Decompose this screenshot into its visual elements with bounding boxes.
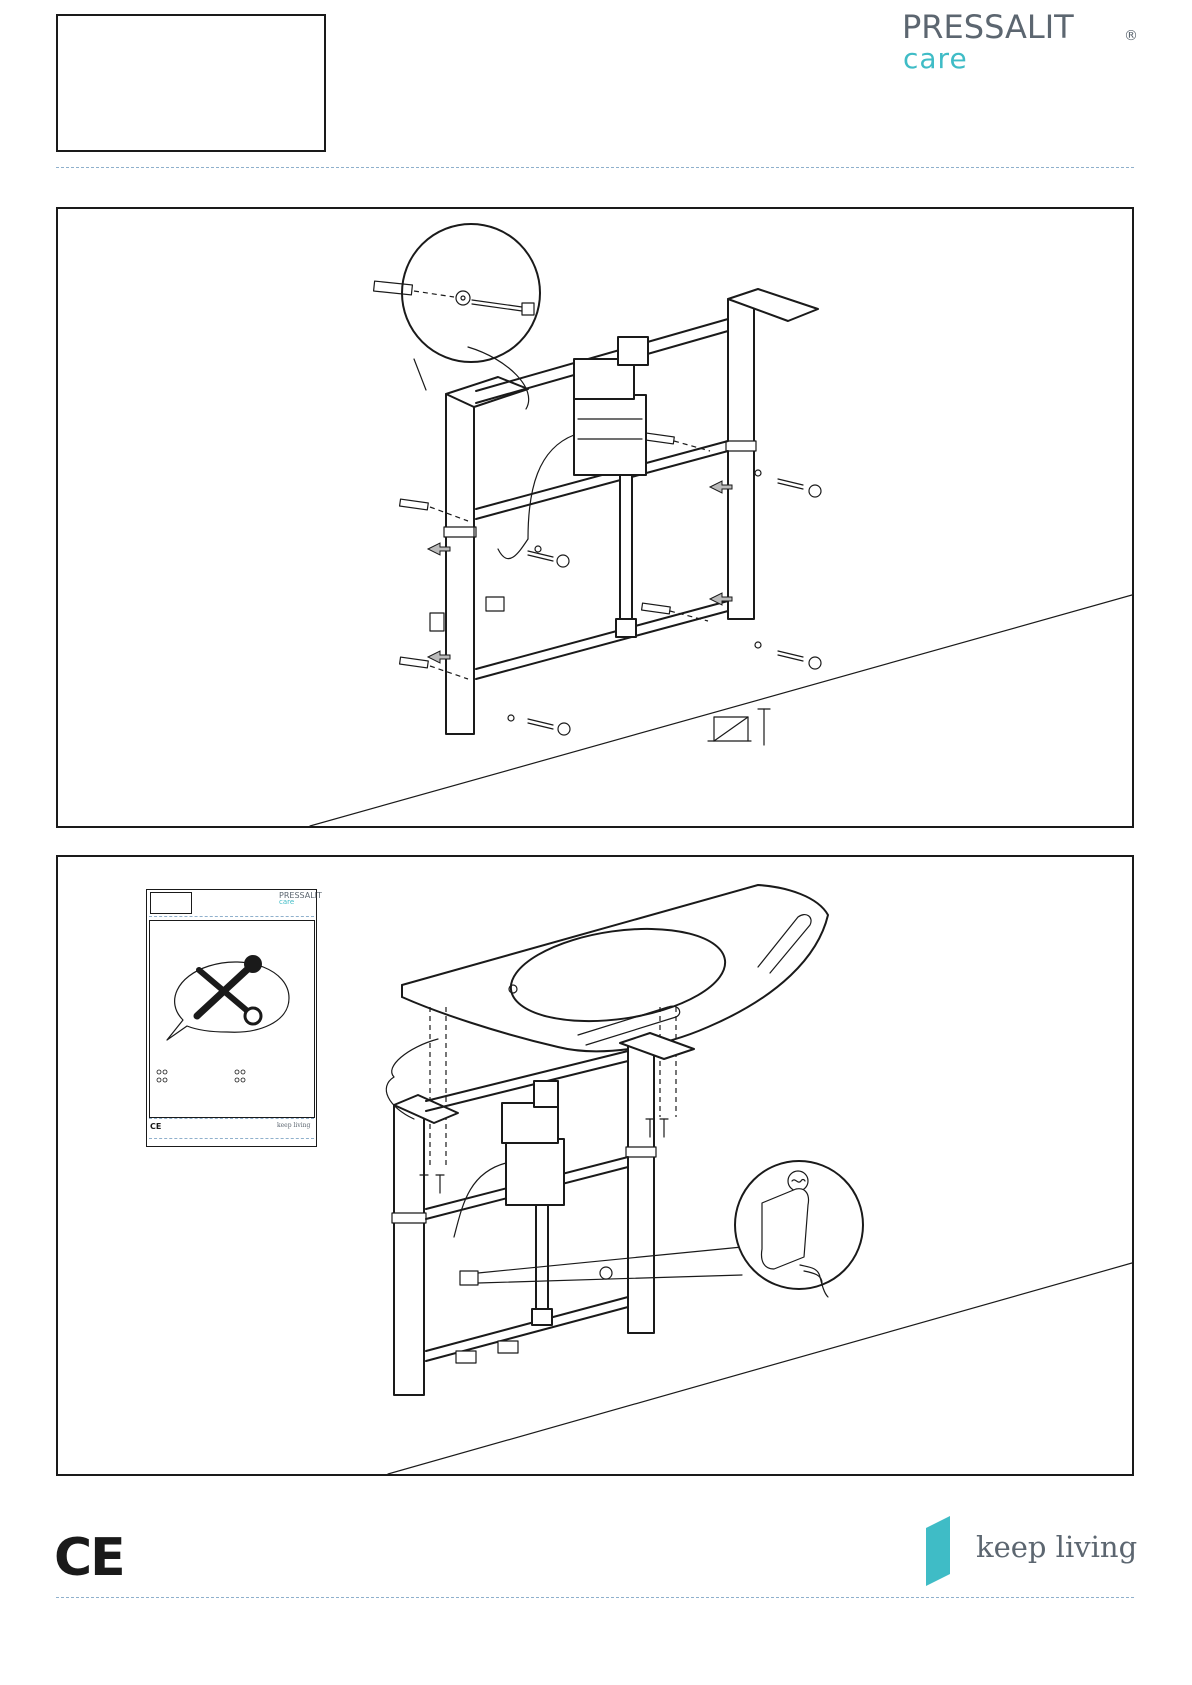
power-plug-detail-icon [735,1161,863,1297]
brand-logo: PRESSALIT ® care [902,8,1142,80]
keep-living-mark-icon [924,1516,952,1586]
brand-name: PRESSALIT [902,8,1074,46]
wall-screw-icon [708,709,770,745]
registered-mark: ® [1124,28,1138,44]
header-divider [56,167,1134,168]
frame-right-leg [726,289,818,619]
step-panel-2: PRESSALIT care CE keep living [56,855,1134,1476]
step-panel-1 [56,207,1134,828]
footer-divider [56,1597,1134,1598]
power-plug-leader [460,1247,742,1285]
tagline: keep living [976,1530,1137,1564]
frame-left-leg [392,1095,458,1395]
keep-living-logo: keep living [924,1516,1138,1586]
floor-line [388,1263,1132,1474]
wall-plug-screw-detail-icon [374,224,540,390]
frame-right-leg [620,1033,694,1333]
washbasin [402,885,828,1051]
ce-mark: CE [54,1532,124,1584]
label-box [56,14,326,152]
brand-sub: care [903,42,968,75]
frame-rails [476,441,728,679]
